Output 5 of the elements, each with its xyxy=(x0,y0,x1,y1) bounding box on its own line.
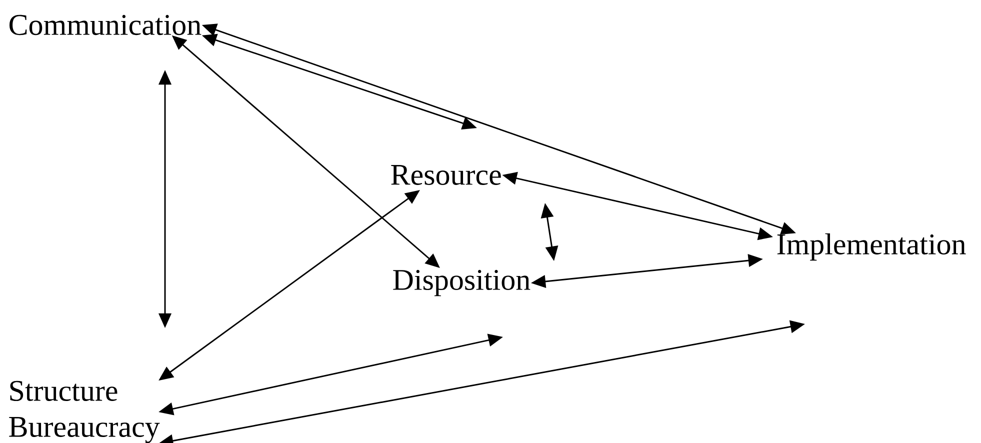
node-label: Implementation xyxy=(777,233,966,261)
node-label: Resource xyxy=(391,165,501,185)
node-label: Communication xyxy=(10,14,202,36)
node-label: Structure Bureaucracy xyxy=(9,380,160,443)
node-label: Disposition xyxy=(393,270,530,296)
